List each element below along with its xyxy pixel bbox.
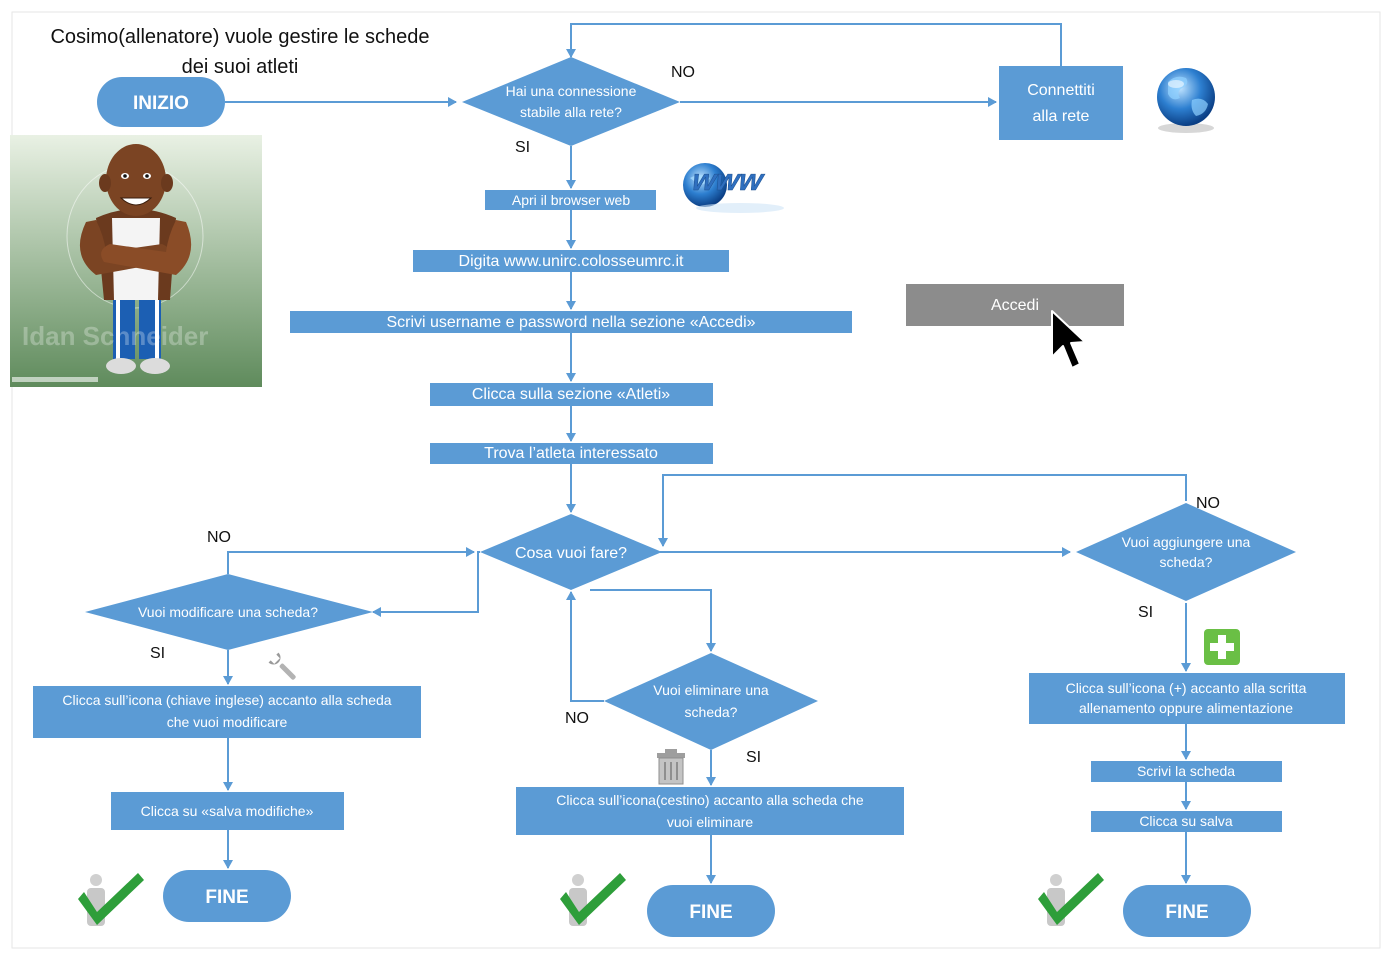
node-end-left-label: FINE bbox=[205, 887, 248, 908]
node-q-connection-line-2: stabile alla rete? bbox=[520, 104, 622, 120]
node-type-url-label: Digita www.unirc.colosseumrc.it bbox=[459, 253, 685, 270]
edge-modify-no bbox=[227, 547, 475, 574]
wrench-icon bbox=[268, 652, 296, 680]
node-click-save-changes-label: Clicca su «salva modifiche» bbox=[141, 803, 314, 819]
node-click-wrench: Clicca sull’icona (chiave inglese) accan… bbox=[33, 686, 421, 738]
accedi-button-label: Accedi bbox=[991, 297, 1039, 314]
node-athletes-label: Clicca sulla sezione «Atleti» bbox=[472, 386, 670, 403]
node-click-plus-line-1: Clicca sull’icona (+) accanto alla scrit… bbox=[1066, 680, 1307, 696]
node-start-label: INIZIO bbox=[133, 93, 189, 114]
node-q-delete-line-2: scheda? bbox=[685, 704, 738, 720]
node-end-right-label: FINE bbox=[1165, 902, 1208, 923]
node-click-save: Clicca su salva bbox=[1091, 811, 1282, 832]
label-yes-delete: SI bbox=[746, 749, 761, 766]
label-yes-add: SI bbox=[1138, 604, 1153, 621]
node-click-plus-line-2: allenamento oppure alimentazione bbox=[1079, 700, 1293, 716]
node-click-wrench-line-2: che vuoi modificare bbox=[167, 714, 288, 730]
edge-what-to-delete bbox=[590, 589, 716, 652]
checkmark-figure-icon bbox=[560, 873, 626, 926]
node-athletes: Clicca sulla sezione «Atleti» bbox=[430, 383, 713, 406]
illustration-watermark: Idan Schneider bbox=[22, 321, 208, 351]
node-open-browser-label: Apri il browser web bbox=[512, 192, 630, 208]
node-q-delete-line-1: Vuoi eliminare una bbox=[653, 682, 769, 698]
node-end-middle-label: FINE bbox=[689, 902, 732, 923]
globe-icon bbox=[1157, 68, 1215, 133]
node-q-what: Cosa vuoi fare? bbox=[480, 514, 662, 590]
node-q-delete: Vuoi eliminare una scheda? bbox=[604, 653, 818, 750]
www-logo-icon: www bbox=[683, 163, 784, 213]
node-q-what-label: Cosa vuoi fare? bbox=[515, 545, 627, 562]
node-connect-line-1: Connettiti bbox=[1027, 82, 1095, 99]
checkmark-figure-icon bbox=[78, 873, 144, 926]
node-click-save-changes: Clicca su «salva modifiche» bbox=[111, 792, 344, 830]
node-q-connection: Hai una connessione stabile alla rete? bbox=[462, 57, 680, 146]
cursor-arrow-icon bbox=[1051, 310, 1086, 369]
node-end-middle: FINE bbox=[647, 885, 775, 937]
edge-add-no bbox=[658, 474, 1187, 547]
label-no-connection: NO bbox=[671, 64, 695, 81]
plus-icon bbox=[1204, 629, 1240, 665]
checkmark-figure-icon bbox=[1038, 873, 1104, 926]
node-end-right: FINE bbox=[1123, 885, 1251, 937]
node-find-athlete: Trova l’atleta interessato bbox=[430, 443, 713, 464]
character-illustration: Idan Schneider bbox=[10, 135, 262, 387]
node-open-browser: Apri il browser web bbox=[485, 190, 656, 210]
node-q-add-line-1: Vuoi aggiungere una bbox=[1122, 534, 1251, 550]
node-q-modify-label: Vuoi modificare una scheda? bbox=[138, 604, 318, 620]
connectors bbox=[223, 23, 1191, 884]
node-login-label: Scrivi username e password nella sezione… bbox=[386, 314, 755, 331]
node-click-trash-line-1: Clicca sull’icona(cestino) accanto alla … bbox=[556, 792, 864, 808]
node-login: Scrivi username e password nella sezione… bbox=[290, 311, 852, 333]
node-connect-line-2: alla rete bbox=[1033, 108, 1090, 125]
accedi-button[interactable]: Accedi bbox=[906, 284, 1124, 326]
edge-what-to-modify bbox=[372, 551, 480, 617]
edge-delete-no bbox=[566, 591, 604, 702]
diagram-title-line-1: Cosimo(allenatore) vuole gestire le sche… bbox=[50, 26, 429, 48]
node-start: INIZIO bbox=[97, 77, 225, 127]
trash-icon bbox=[657, 749, 685, 785]
node-type-url: Digita www.unirc.colosseumrc.it bbox=[413, 250, 729, 272]
label-no-modify: NO bbox=[207, 529, 231, 546]
diagram-title-line-2: dei suoi atleti bbox=[182, 56, 299, 78]
label-no-delete: NO bbox=[565, 710, 589, 727]
node-connect: Connettiti alla rete bbox=[999, 66, 1123, 140]
node-q-modify: Vuoi modificare una scheda? bbox=[85, 574, 373, 650]
label-yes-connection: SI bbox=[515, 139, 530, 156]
edge-connect-loop bbox=[566, 23, 1062, 66]
node-click-trash-line-2: vuoi eliminare bbox=[667, 814, 754, 830]
node-end-left: FINE bbox=[163, 870, 291, 922]
label-no-add: NO bbox=[1196, 495, 1220, 512]
node-click-plus: Clicca sull’icona (+) accanto alla scrit… bbox=[1029, 673, 1345, 724]
page-frame bbox=[11, 11, 1381, 949]
node-q-add: Vuoi aggiungere una scheda? bbox=[1076, 503, 1296, 601]
node-q-add-line-2: scheda? bbox=[1160, 554, 1213, 570]
node-click-trash: Clicca sull’icona(cestino) accanto alla … bbox=[516, 787, 904, 835]
node-q-connection-line-1: Hai una connessione bbox=[506, 83, 637, 99]
node-write-card-label: Scrivi la scheda bbox=[1137, 763, 1235, 779]
node-click-wrench-line-1: Clicca sull’icona (chiave inglese) accan… bbox=[62, 692, 391, 708]
svg-text:www: www bbox=[690, 164, 767, 197]
node-click-save-label: Clicca su salva bbox=[1139, 813, 1233, 829]
label-yes-modify: SI bbox=[150, 645, 165, 662]
node-write-card: Scrivi la scheda bbox=[1091, 761, 1282, 782]
node-find-athlete-label: Trova l’atleta interessato bbox=[484, 445, 658, 462]
